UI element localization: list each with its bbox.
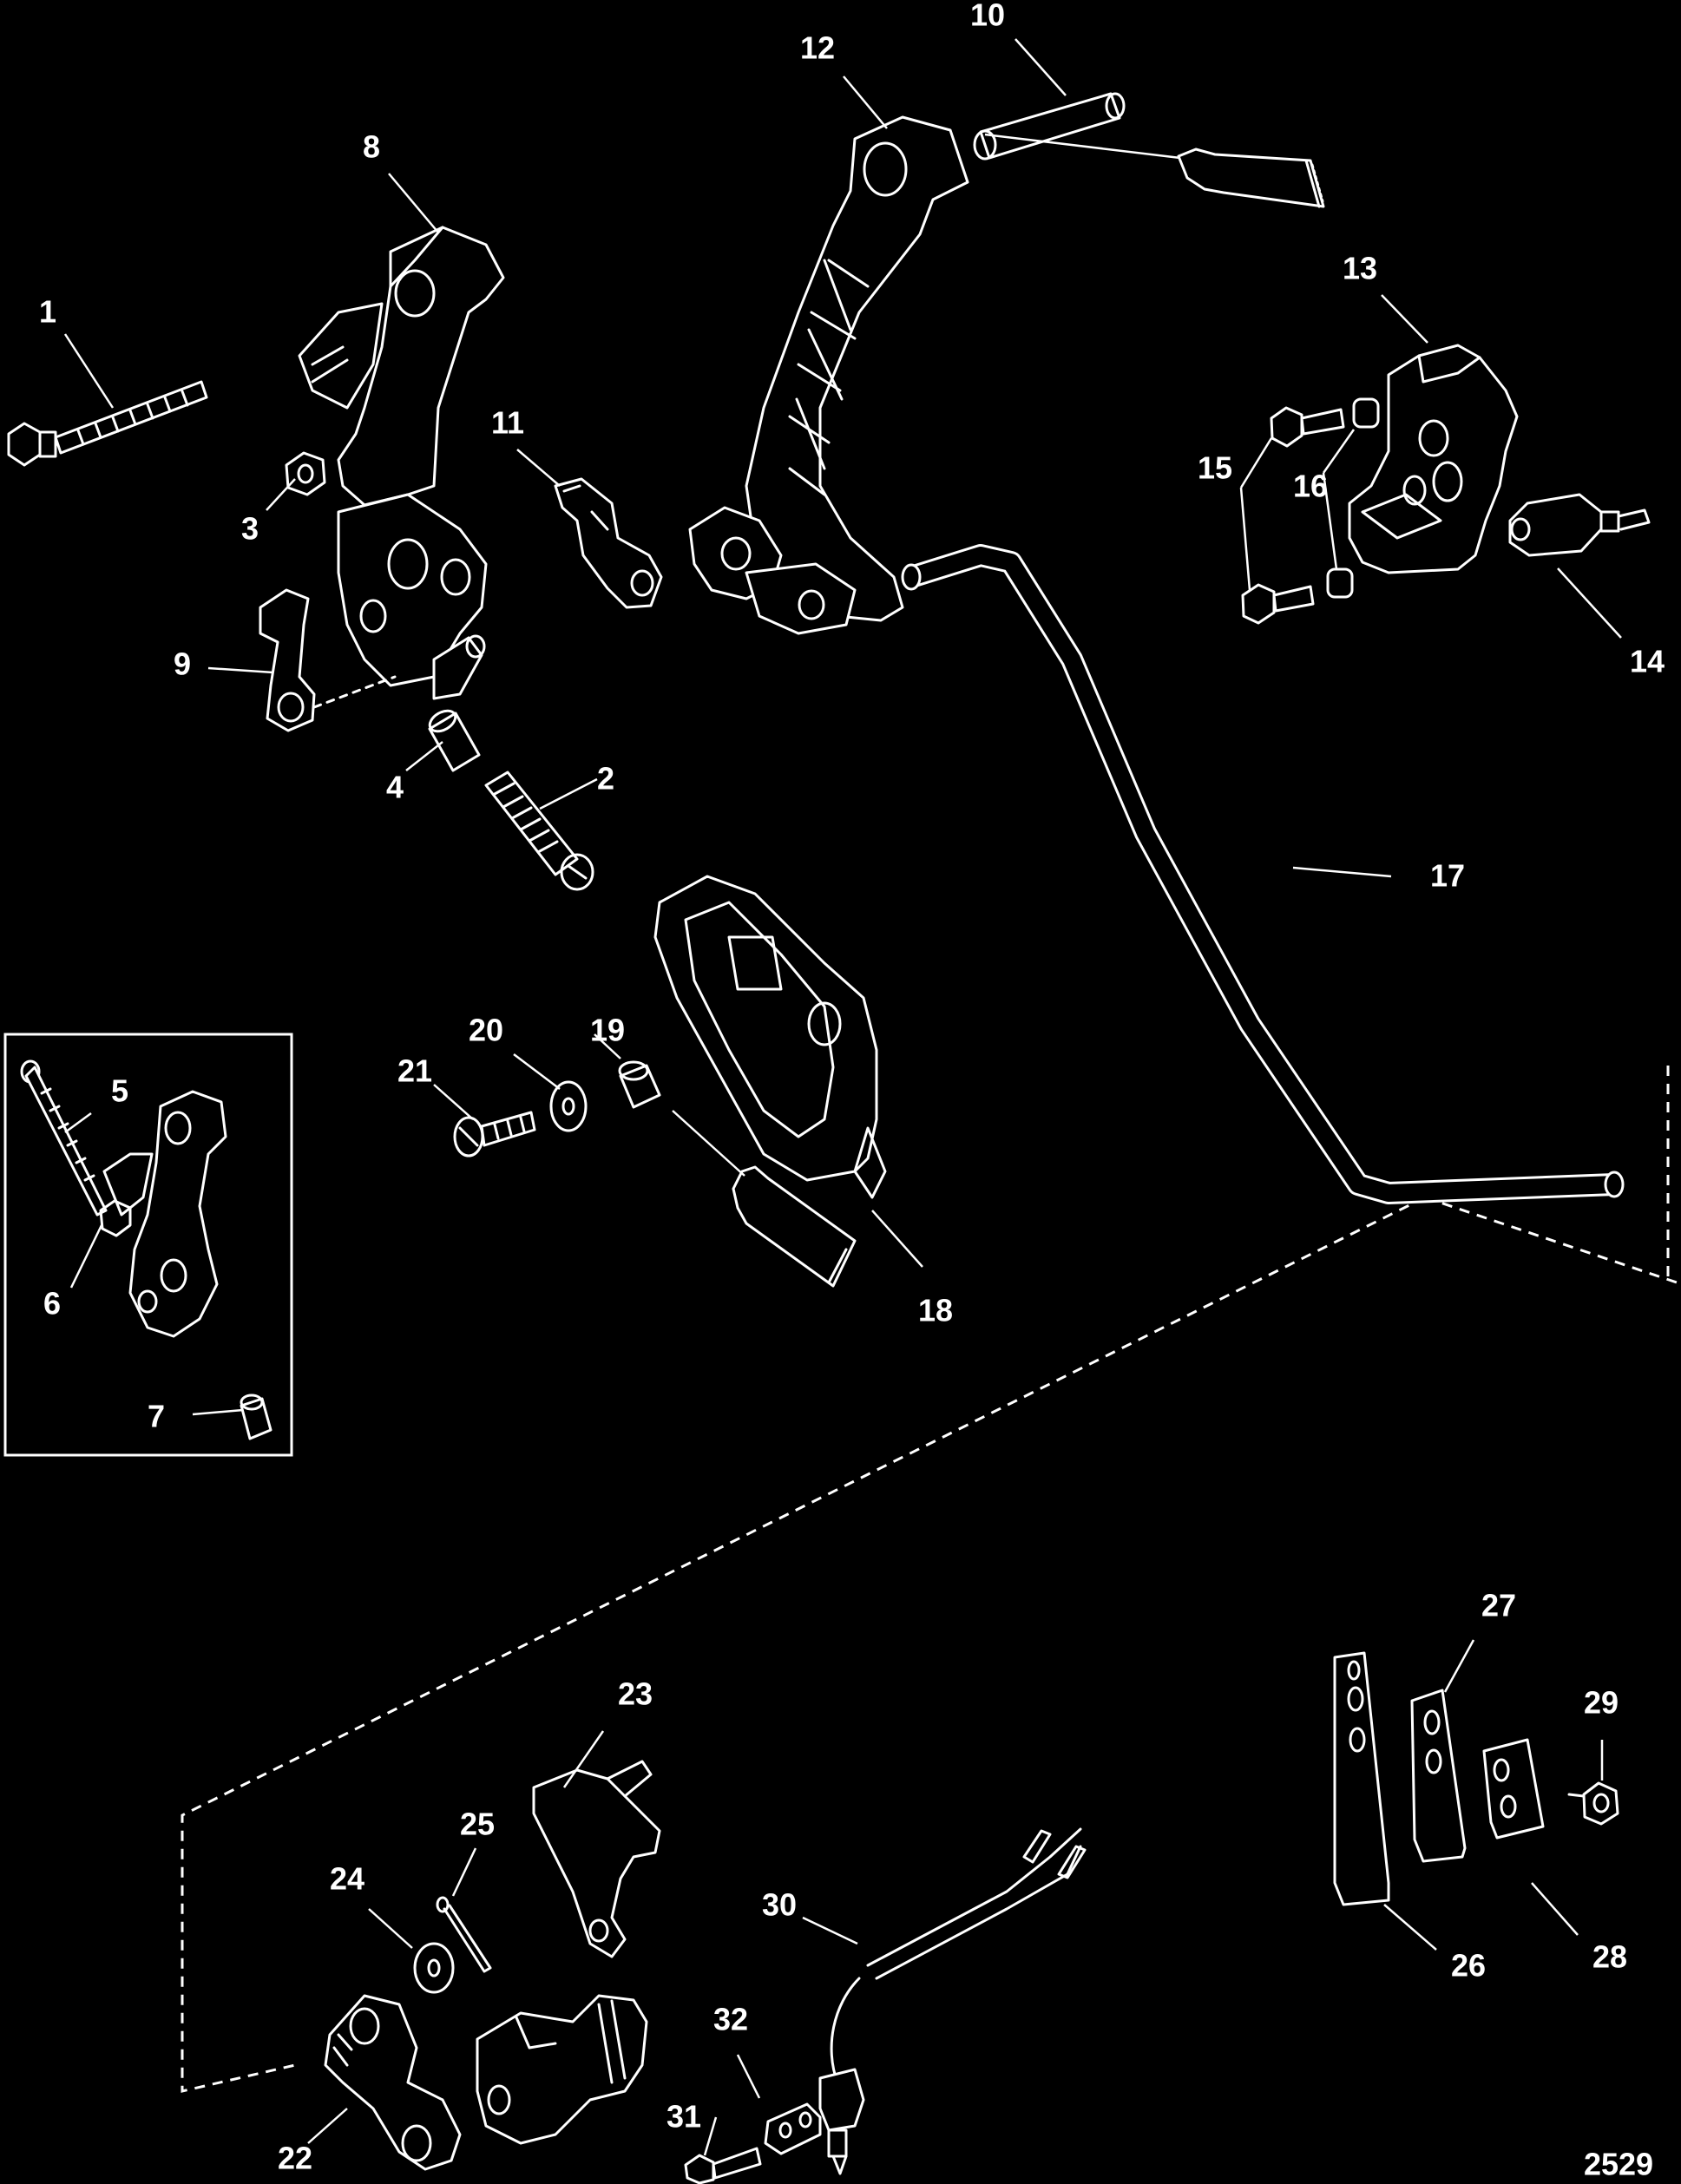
part-23-bracket (532, 1760, 661, 1958)
callout-8: 8 (363, 129, 380, 165)
part-1-bolt (7, 380, 208, 467)
part-22-lever (324, 1994, 462, 2171)
lubricant-tube-bottom (732, 1165, 857, 1288)
part-17-rod (901, 544, 1625, 1204)
callout-22: 22 (278, 2141, 312, 2176)
part-11-link (554, 477, 663, 609)
callout-20: 20 (469, 1013, 503, 1048)
callout-29: 29 (1584, 1685, 1619, 1721)
callout-17: 17 (1430, 858, 1465, 894)
switch-body (476, 1994, 648, 2145)
callout-7: 7 (148, 1399, 165, 1434)
part-13-plate (1348, 344, 1519, 574)
part-7-sleeve (240, 1394, 273, 1440)
callout-12: 12 (800, 30, 835, 66)
part-6-nut (99, 1199, 132, 1237)
callout-32: 32 (713, 2002, 748, 2037)
part-14-switch (1508, 493, 1651, 557)
part-3-nut (285, 451, 326, 496)
dashed-connection-lines (181, 1066, 1678, 2093)
part-2-screw (484, 771, 594, 891)
part-24-washer (413, 1942, 455, 1994)
callout-2: 2 (597, 761, 614, 797)
callout-18: 18 (918, 1293, 953, 1328)
part-27-plate (1410, 1689, 1467, 1863)
part-9-lever (259, 588, 397, 732)
callout-27: 27 (1481, 1588, 1516, 1623)
callout-28: 28 (1592, 1939, 1627, 1975)
callout-23: 23 (618, 1676, 653, 1712)
callout-15: 15 (1198, 450, 1232, 486)
part-21-screw (453, 1111, 536, 1158)
callout-5: 5 (111, 1073, 128, 1109)
leader-lines (63, 38, 1622, 2156)
callout-1: 1 (39, 294, 56, 330)
callout-3: 3 (241, 511, 259, 547)
callout-21: 21 (397, 1053, 432, 1089)
callout-30: 30 (762, 1887, 797, 1923)
callout-6: 6 (43, 1286, 61, 1322)
part-25-cotter-pin (436, 1896, 492, 1973)
callout-10: 10 (970, 0, 1005, 33)
callout-14: 14 (1630, 644, 1665, 679)
part-4-sleeve (428, 709, 481, 772)
part-19-bushing (618, 1060, 661, 1109)
part-16-bushings (1326, 397, 1380, 599)
part-18-cover (653, 875, 887, 1199)
part-32-plate (764, 2102, 822, 2155)
lubricant-tube-top (1177, 148, 1325, 208)
part-5-screw (20, 1059, 108, 1217)
callout-31: 31 (666, 2099, 701, 2135)
callout-9: 9 (174, 646, 191, 682)
callout-4: 4 (386, 770, 404, 805)
part-20-washer (549, 1080, 588, 1132)
callout-25: 25 (460, 1807, 495, 1842)
callout-26: 26 (1451, 1948, 1486, 1984)
part-30-wire-harness (818, 1827, 1087, 2175)
callout-19: 19 (590, 1013, 625, 1048)
inset-box (3, 1033, 293, 1457)
callout-labels: 1 2 3 4 5 6 7 8 9 10 11 12 13 14 15 16 1… (39, 0, 1665, 2176)
callout-16: 16 (1293, 469, 1328, 504)
lubricant-tube-top-label: 95 (1267, 161, 1292, 187)
part-12-arc-bracket (688, 115, 969, 635)
callout-24: 24 (330, 1861, 364, 1897)
callout-11: 11 (491, 405, 524, 441)
part-29-bolt (1567, 1781, 1619, 1826)
callout-13: 13 (1343, 251, 1377, 286)
inset-bracket (102, 1090, 227, 1338)
part-26-plate (1333, 1651, 1390, 1906)
part-8-bracket (298, 226, 505, 700)
lubricant-tube-bottom-label: 95 (808, 1228, 833, 1254)
part-31-screw (684, 2147, 762, 2184)
part-10-tube (973, 92, 1126, 161)
part-28-plate (1482, 1738, 1545, 1840)
part-15-screws (1241, 406, 1345, 625)
figure-number: 2529 (1584, 2147, 1653, 2182)
